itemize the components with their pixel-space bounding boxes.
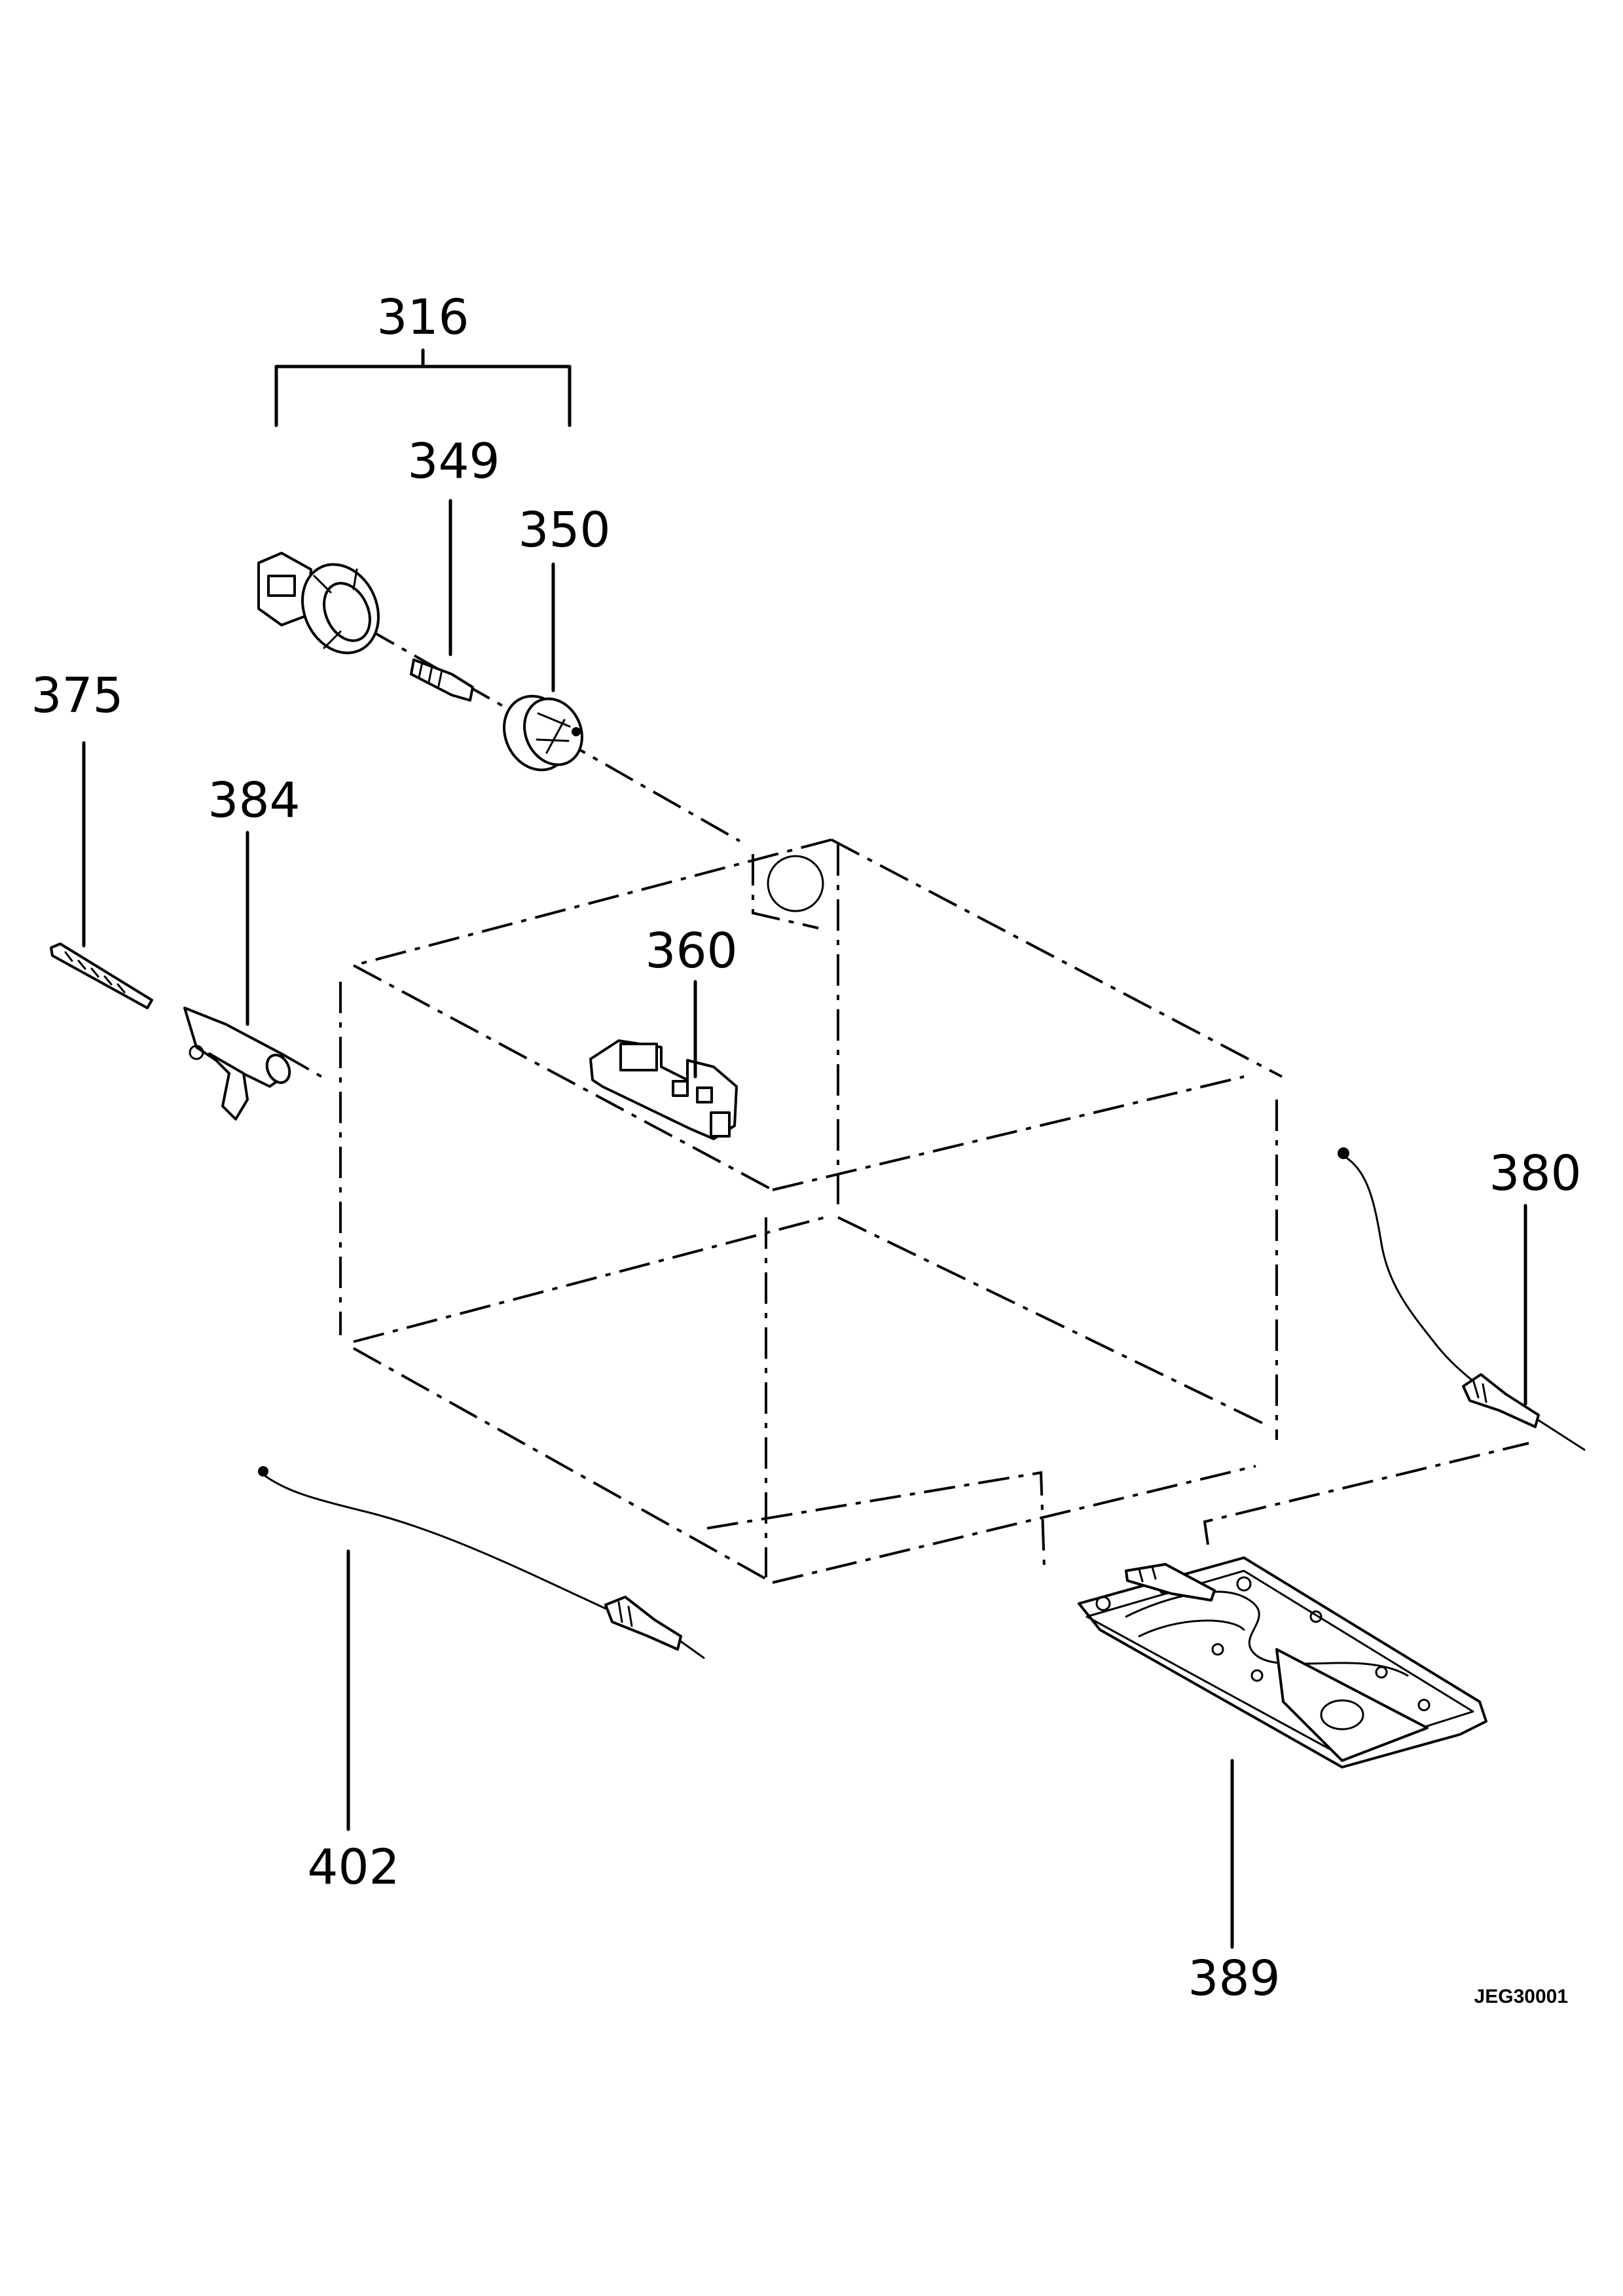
callout-360: 360	[645, 923, 737, 979]
heating-element-part-389	[1078, 1556, 1487, 1949]
bracket-316	[274, 348, 572, 427]
terminal-block-part-360	[589, 980, 738, 1140]
callout-labels: 316 349 350 375 384 360 380 402 389 JEG3…	[31, 289, 1581, 2007]
bulb-part-349	[410, 499, 474, 702]
drawing-code: JEG30001	[1474, 1986, 1568, 2007]
callout-402: 402	[307, 1839, 399, 1895]
callout-380: 380	[1489, 1145, 1581, 1202]
holder-part-384	[183, 831, 291, 1121]
callout-389: 389	[1188, 1950, 1280, 2007]
callout-350: 350	[518, 502, 610, 558]
callout-349: 349	[407, 433, 500, 490]
pin-part-375	[50, 741, 153, 1009]
sensor-probe-part-380	[1338, 1147, 1586, 1451]
callout-384: 384	[208, 772, 300, 829]
callout-316: 316	[376, 289, 469, 346]
lamp-cover-part-350	[503, 562, 583, 772]
lamp-holder-part	[257, 552, 380, 655]
assembly-axes	[281, 627, 1529, 1568]
callout-375: 375	[31, 668, 123, 724]
oven-cavity-box	[339, 838, 1283, 1584]
sensor-probe-part-402	[258, 1466, 705, 1831]
